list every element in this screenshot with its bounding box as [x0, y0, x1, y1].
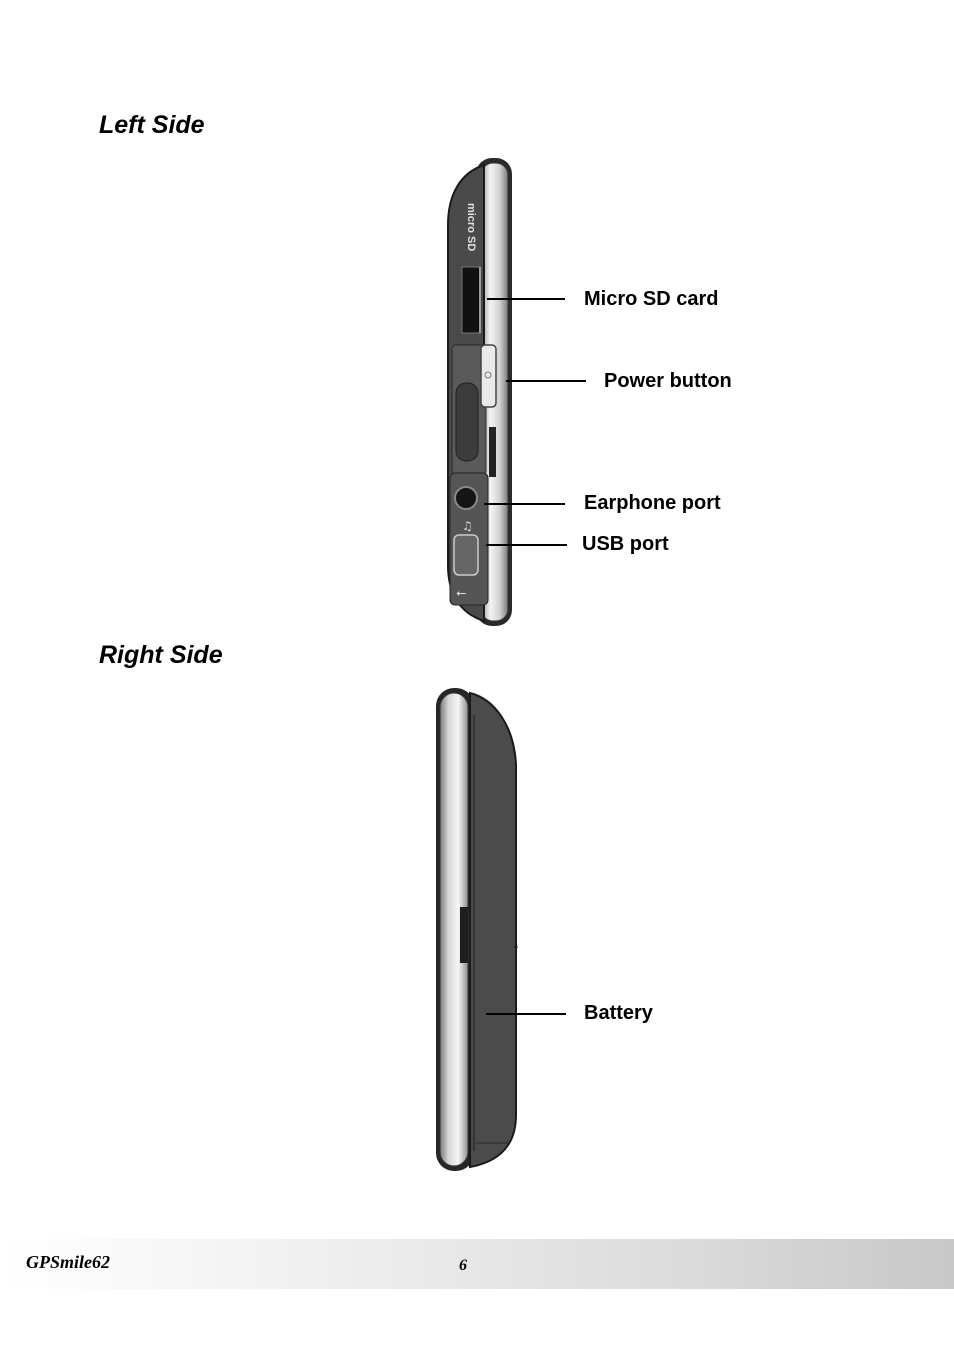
callout-power-button: Power button — [604, 370, 732, 392]
device-left-side-illustration: micro SD ♫ ⭠ — [447, 158, 512, 626]
callout-earphone-port: Earphone port — [584, 492, 721, 514]
headphone-icon: ♫ — [462, 519, 473, 533]
footer-model-name: GPSmile62 — [26, 1252, 110, 1272]
usb-icon: ⭠ — [456, 586, 466, 601]
micro-sd-logo: micro SD — [465, 203, 477, 251]
callout-battery: Battery — [584, 1002, 653, 1024]
leader-usb-port — [486, 544, 567, 546]
leader-power-button — [506, 380, 586, 382]
section-title-left-side: Left Side — [99, 111, 205, 139]
leader-earphone-port — [484, 503, 565, 505]
usb-port-shape — [453, 534, 479, 576]
volume-rocker — [455, 382, 479, 462]
earphone-port-shape — [454, 486, 478, 510]
footer-band — [0, 1239, 954, 1289]
micro-sd-slot — [461, 266, 481, 334]
callout-usb-port: USB port — [582, 533, 669, 555]
device-right-side-illustration — [436, 688, 518, 1171]
power-button-shape — [480, 344, 497, 408]
callout-micro-sd-card: Micro SD card — [584, 288, 719, 310]
section-title-right-side: Right Side — [99, 641, 223, 669]
footer-page-number: 6 — [459, 1257, 467, 1274]
leader-micro-sd — [487, 298, 565, 300]
leader-battery — [486, 1013, 566, 1015]
